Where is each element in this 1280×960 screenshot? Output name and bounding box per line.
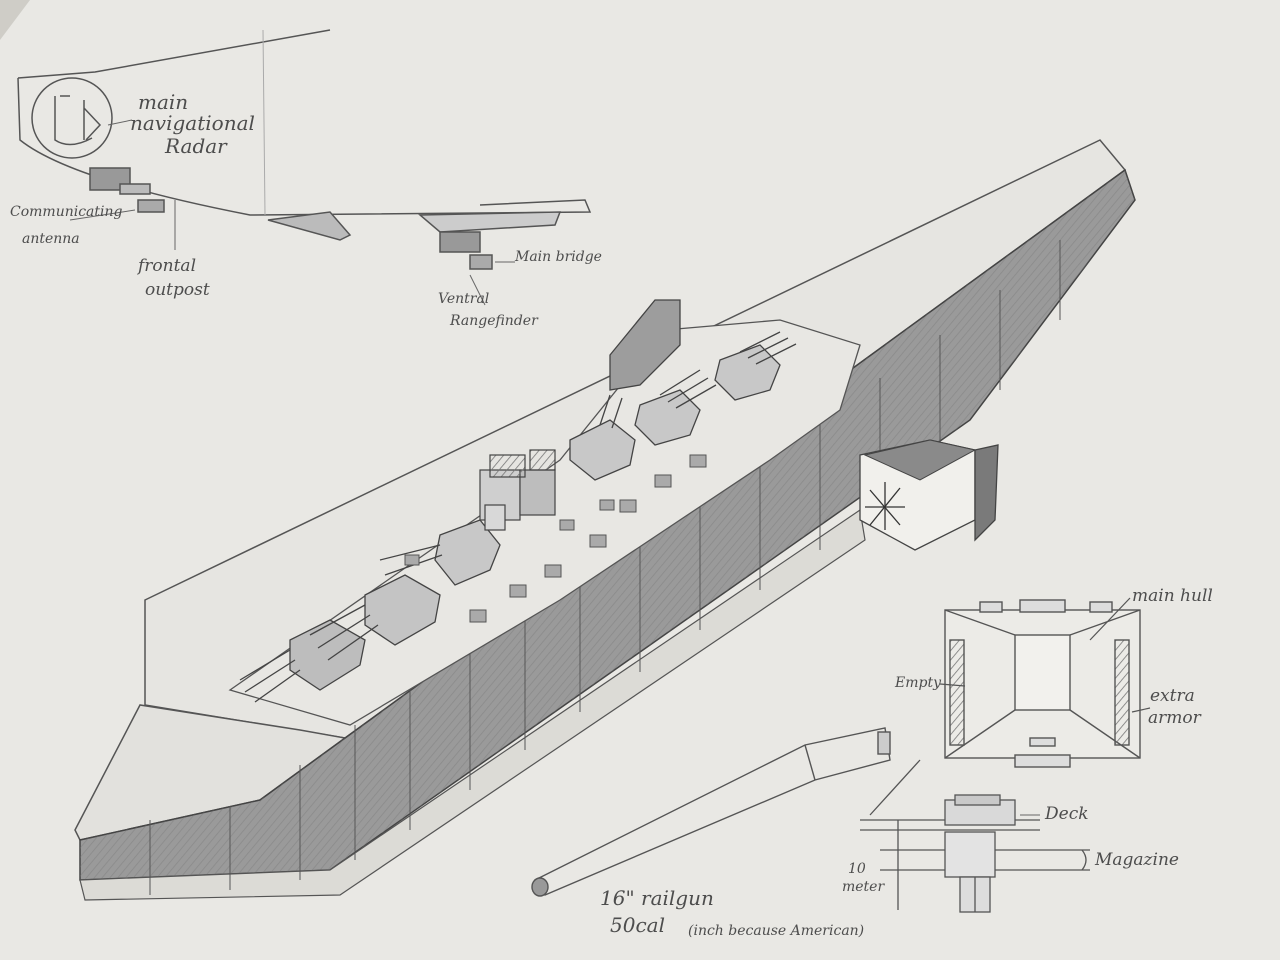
cross-section-arrows <box>939 597 1151 713</box>
label-deck: Deck <box>1045 804 1089 824</box>
label-rangefinder-2: Rangefinder <box>450 313 538 329</box>
stern-fin-side <box>974 444 999 542</box>
label-rangefinder-1: Ventral <box>438 291 490 307</box>
turret-5 <box>634 369 717 446</box>
label-height-unit: meter <box>842 879 885 895</box>
label-antenna-1: Communicating <box>10 204 123 220</box>
turret-4 <box>569 394 636 481</box>
turret-2 <box>309 574 441 661</box>
label-antenna-2: antenna <box>22 231 80 247</box>
label-empty: Empty <box>895 675 941 691</box>
label-outpost-1: frontal <box>138 256 197 276</box>
bridge-tower <box>479 449 556 531</box>
hull-cross-section <box>944 599 1141 768</box>
label-railgun-caliber: 50cal <box>610 913 665 937</box>
engine-star-icon <box>865 482 905 530</box>
hull-waterline <box>79 508 866 901</box>
label-railgun-note: (inch because American) <box>688 923 865 939</box>
turret-1 <box>239 619 366 703</box>
label-height-value: 10 <box>848 861 866 877</box>
label-extra-armor-1: extra <box>1150 686 1195 706</box>
label-radar-1: main <box>138 90 189 114</box>
bow-inset-sketch <box>17 29 592 270</box>
battleship-main-view <box>74 139 1136 901</box>
paper-shadow <box>0 0 30 40</box>
label-main-bridge: Main bridge <box>515 249 602 265</box>
label-radar-2: navigational <box>130 111 255 135</box>
stern-fin-hatch <box>863 439 977 481</box>
label-extra-armor-2: armor <box>1148 708 1201 728</box>
turret-6 <box>714 331 797 401</box>
secondary-guns <box>404 454 707 623</box>
label-radar-3: Radar <box>165 134 227 158</box>
stern-fin-upper <box>609 299 681 391</box>
label-main-hull: main hull <box>1132 586 1213 606</box>
label-railgun: 16" railgun <box>600 886 714 910</box>
turret-cutaway <box>860 759 1090 913</box>
radar-dome <box>31 77 113 159</box>
hull-side-shading <box>80 170 1135 880</box>
label-outpost-2: outpost <box>145 280 210 300</box>
annotation-leaders <box>69 119 1040 816</box>
label-magazine: Magazine <box>1095 850 1179 870</box>
railgun-drawing <box>531 727 891 897</box>
